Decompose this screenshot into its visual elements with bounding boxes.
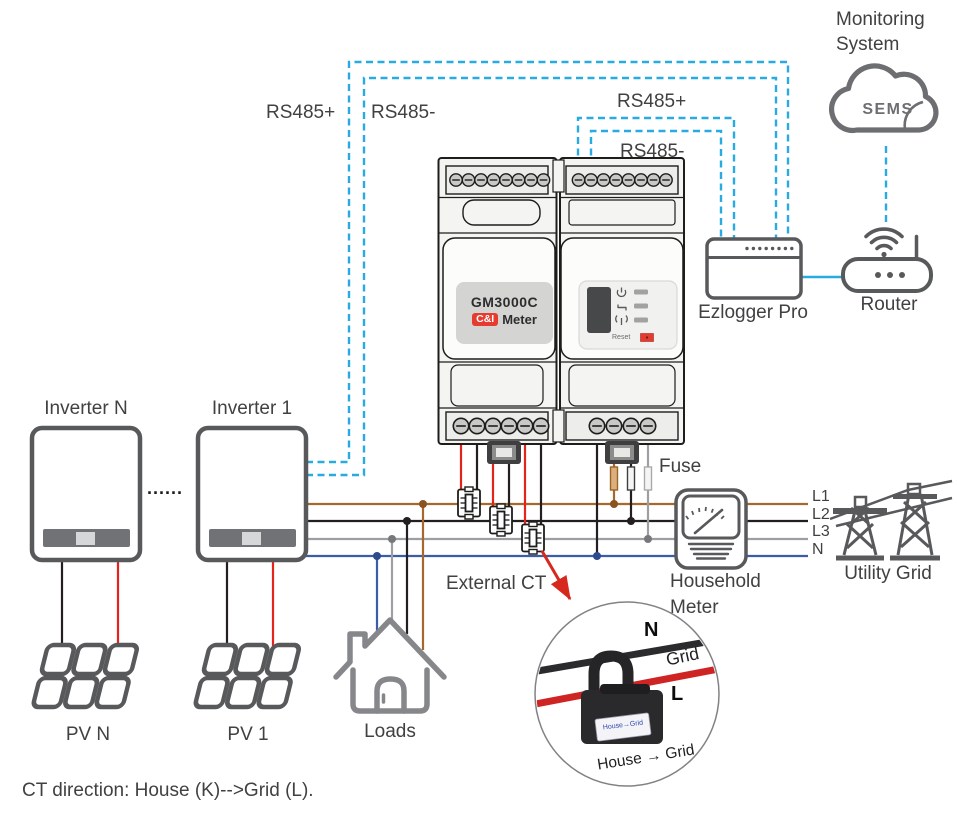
ct-detail-n-label: N: [644, 619, 659, 641]
monitoring-system-label: Monitoring System: [836, 9, 925, 56]
inverter-n-device: [29, 425, 143, 563]
rs485-plus-right-label: RS485+: [617, 91, 687, 112]
utility-grid-icon: [829, 479, 953, 561]
external-ct-label: External CT: [446, 573, 547, 594]
meter-model-label: GM3000C: [470, 294, 539, 310]
utility-grid-label: Utility Grid: [844, 563, 932, 584]
inverter-1-label: Inverter 1: [211, 398, 293, 419]
pv-n-array: [31, 642, 140, 710]
fuse-l2: [626, 466, 636, 491]
ct-detail-l-label: L: [671, 683, 684, 705]
household-meter-label: Household Meter: [670, 571, 761, 619]
fuse-label: Fuse: [659, 456, 702, 477]
router-label: Router: [860, 294, 918, 315]
meter-needle: [693, 508, 724, 535]
inverter-ellipsis: ......: [147, 478, 184, 498]
line-l3-label: L3: [812, 523, 830, 540]
rs485-minus-left-label: RS485-: [371, 102, 436, 123]
loads-house-icon: [333, 617, 447, 714]
fuse-l3: [643, 466, 653, 491]
pv-1-array: [193, 642, 302, 710]
pv-n-label: PV N: [65, 724, 111, 745]
din-clip-left: [487, 441, 521, 464]
meter-label-plate: [456, 282, 553, 344]
rs485-minus-inverter-path: [306, 76, 778, 477]
rs485-plus-left-label: RS485+: [266, 102, 336, 123]
rs485-wiring: [306, 60, 888, 477]
reset-label: Reset: [612, 333, 631, 341]
line-l2-label: L2: [812, 505, 830, 523]
sems-label: SEMS: [862, 101, 914, 118]
detail-wire-n: [536, 635, 718, 676]
detail-ct-clamp: [581, 650, 663, 744]
ezlogger-device: [705, 237, 803, 300]
household-meter-icon: [674, 488, 748, 570]
meter-control-panel: [578, 280, 678, 350]
rs485-plus-inverter-path: [306, 60, 790, 464]
sems-cloud-icon: [828, 63, 939, 134]
meter-screen: [587, 287, 611, 333]
router-device: [841, 227, 933, 293]
gm3000c-meter-device: [437, 157, 685, 464]
fuse-l1: [609, 466, 619, 491]
inverter-1-device: [195, 425, 309, 563]
meter-brand-suffix: Meter: [502, 312, 537, 327]
meter-brand-row: C&I Meter: [456, 311, 553, 328]
rs485-minus-meter-path: [589, 129, 723, 240]
led-3: [634, 317, 648, 323]
wifi-icon: [864, 227, 904, 251]
rs485-plus-meter-path: [576, 116, 736, 240]
inverter-n-label: Inverter N: [44, 398, 128, 419]
ct-clamp-1: [457, 486, 481, 520]
ct-detail-arrow: [540, 550, 572, 601]
ct-clamp-3: [521, 521, 545, 555]
line-l1-label: L1: [812, 488, 830, 505]
ct-clamp-2: [489, 503, 513, 537]
junction-dots: [373, 500, 652, 560]
fuses: [609, 466, 653, 491]
ct-direction-note: CT direction: House (K)-->Grid (L).: [22, 780, 314, 801]
power-icon: [616, 287, 627, 298]
meter-brand-badge: C&I: [472, 312, 499, 327]
rf-signal-icon: [615, 315, 628, 325]
comms-icon: [617, 304, 627, 311]
led-2: [634, 303, 648, 309]
led-1: [634, 289, 648, 295]
din-clip-right: [605, 441, 639, 464]
pv-1-label: PV 1: [227, 724, 269, 745]
ezlogger-label: Ezlogger Pro: [698, 302, 808, 323]
rs485-minus-right-label: RS485-: [620, 141, 685, 162]
loads-label: Loads: [364, 721, 416, 742]
inverter-dc-wires: [60, 561, 275, 650]
ct-detail-circle: [534, 601, 720, 787]
line-n-label: N: [812, 540, 824, 558]
